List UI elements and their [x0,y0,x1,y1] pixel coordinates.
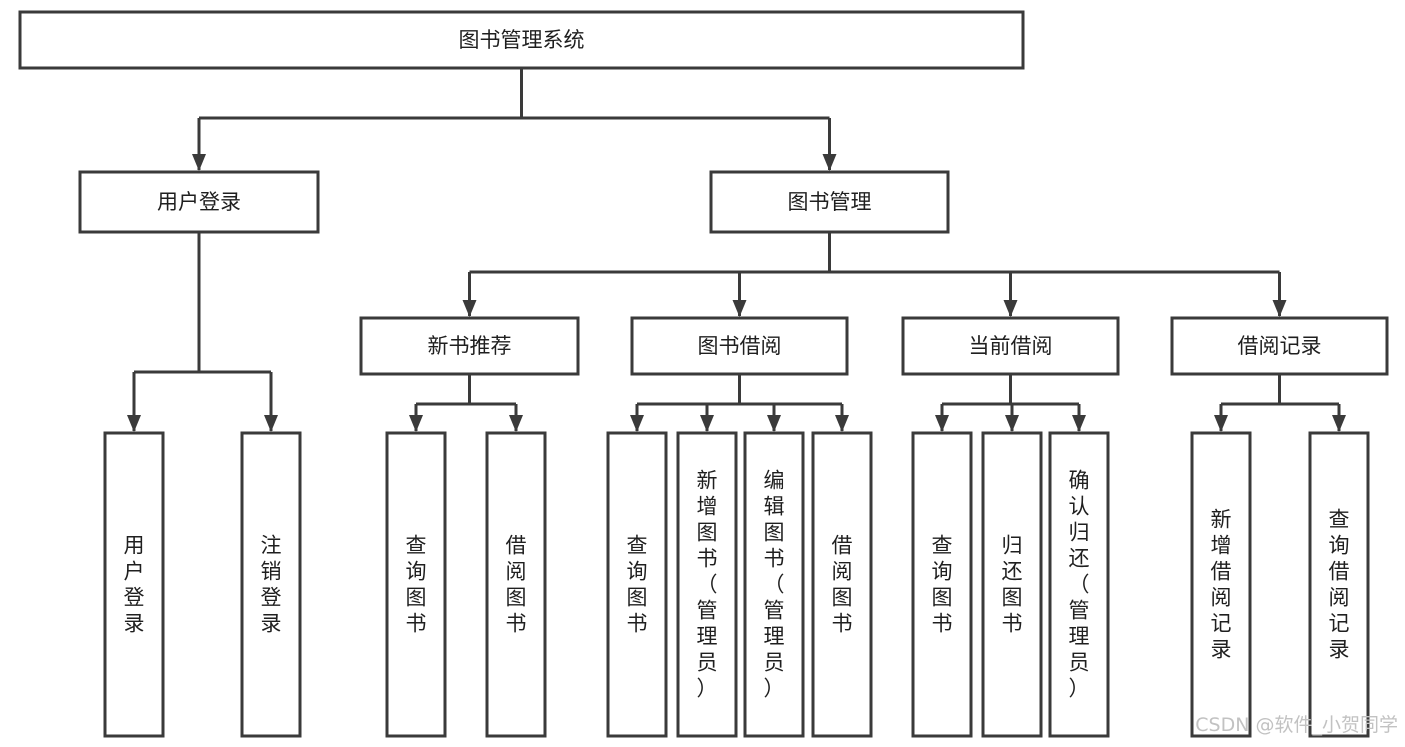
arrow-head-icon [1005,415,1019,432]
node-label: 图书管理系统 [459,28,585,52]
node-leaf-4[interactable]: 查询图书 [606,431,668,738]
node-label: 新增图书（管理员） [697,469,718,701]
arrow-head-icon [835,415,849,432]
arrow-head-icon [1072,415,1086,432]
node-box-rect [911,431,973,738]
node-leaf-3[interactable]: 借阅图书 [485,431,547,738]
node-box-rect [709,170,950,234]
node-leaf-0[interactable]: 用户登录 [103,431,165,738]
node-box-rect [606,431,668,738]
node-l3-1[interactable]: 图书借阅 [630,316,849,376]
node-leaf-1[interactable]: 注销登录 [240,431,302,738]
node-l2-1[interactable]: 图书管理 [709,170,950,234]
node-box-rect [743,431,805,738]
node-leaf-7[interactable]: 借阅图书 [811,431,873,738]
node-leaf-2[interactable]: 查询图书 [385,431,447,738]
node-box-rect [359,316,580,376]
node-label: 查询图书 [406,534,427,636]
arrow-head-icon [1003,300,1018,317]
node-box-rect [811,431,873,738]
node-label: 注销登录 [261,534,282,636]
node-label: 图书管理 [788,190,872,214]
node-leaf-8[interactable]: 查询图书 [911,431,973,738]
arrow-head-icon [509,415,523,432]
node-leaf-12[interactable]: 查询借阅记录 [1308,431,1370,738]
arrow-head-icon [1214,415,1228,432]
node-boxes-group: 图书管理系统用户登录图书管理新书推荐图书借阅当前借阅借阅记录用户登录注销登录查询… [18,10,1389,738]
node-label: 新增借阅记录 [1211,508,1232,662]
node-box-rect [1048,431,1110,738]
arrow-head-icon [264,415,278,432]
node-box-rect [1170,316,1389,376]
node-label: 当前借阅 [969,334,1053,358]
arrow-head-icon [732,300,747,317]
node-box-rect [18,10,1025,70]
node-label: 借阅记录 [1238,334,1322,358]
arrow-head-icon [700,415,714,432]
arrow-head-icon [1332,415,1346,432]
node-box-rect [385,431,447,738]
node-box-rect [901,316,1120,376]
node-box-rect [1308,431,1370,738]
node-leaf-11[interactable]: 新增借阅记录 [1190,431,1252,738]
node-box-rect [676,431,738,738]
node-label: 编辑图书（管理员） [764,469,785,701]
arrow-head-icon [409,415,423,432]
node-leaf-9[interactable]: 归还图书 [981,431,1043,738]
node-box-rect [103,431,165,738]
arrow-head-icon [1272,300,1287,317]
arrow-head-icon [935,415,949,432]
node-leaf-6[interactable]: 编辑图书（管理员） [743,431,805,738]
connector-lines-group [127,68,1346,432]
node-l3-3[interactable]: 借阅记录 [1170,316,1389,376]
arrow-head-icon [127,415,141,432]
node-label: 查询借阅记录 [1329,508,1350,662]
node-label: 新书推荐 [428,334,512,358]
node-label: 查询图书 [627,534,648,636]
node-label: 用户登录 [157,190,241,214]
node-label: 图书借阅 [698,334,782,358]
node-root-0[interactable]: 图书管理系统 [18,10,1025,70]
node-l3-0[interactable]: 新书推荐 [359,316,580,376]
node-box-rect [78,170,320,234]
node-box-rect [630,316,849,376]
node-label: 确认归还（管理员） [1069,469,1090,701]
node-label: 查询图书 [932,534,953,636]
node-l3-2[interactable]: 当前借阅 [901,316,1120,376]
node-label: 借阅图书 [832,534,853,636]
node-label: 用户登录 [124,534,145,636]
arrow-head-icon [462,300,477,317]
node-box-rect [485,431,547,738]
node-label: 归还图书 [1002,534,1023,636]
arrow-head-icon [630,415,644,432]
arrow-head-icon [822,154,837,171]
node-box-rect [240,431,302,738]
arrow-head-icon [192,154,206,171]
node-box-rect [981,431,1043,738]
node-label: 借阅图书 [506,534,527,636]
node-leaf-10[interactable]: 确认归还（管理员） [1048,431,1110,738]
csdn-watermark: CSDN @软件_小贺同学 [1195,714,1398,736]
node-l2-0[interactable]: 用户登录 [78,170,320,234]
node-leaf-5[interactable]: 新增图书（管理员） [676,431,738,738]
arrow-head-icon [767,415,781,432]
node-box-rect [1190,431,1252,738]
